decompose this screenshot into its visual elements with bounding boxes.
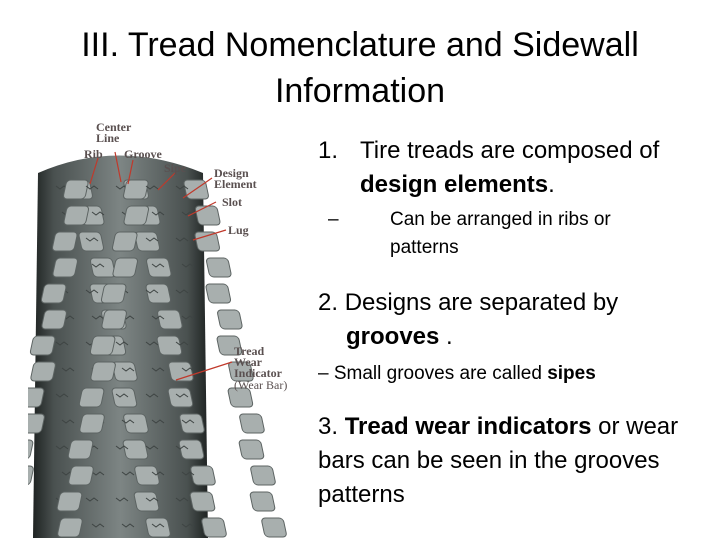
tread-block xyxy=(195,206,221,225)
item-number: 3. xyxy=(318,413,338,440)
slide-title: III. Tread Nomenclature and Sidewall Inf… xyxy=(20,22,700,114)
tread-block xyxy=(101,284,127,303)
tread-block xyxy=(57,518,83,537)
tread-block xyxy=(68,466,94,485)
tread-block xyxy=(123,414,149,433)
label-rib: Rib xyxy=(84,149,103,160)
item-number: 2. xyxy=(318,289,338,316)
tread-block xyxy=(134,232,160,251)
tread-block xyxy=(41,310,67,329)
tread-block xyxy=(123,180,149,199)
tread-block xyxy=(178,440,204,459)
label-tread-wear-indicator: Tread Wear Indicator xyxy=(234,346,282,379)
list-item-3: 3. Tread wear indicators or wear bars ca… xyxy=(318,410,698,512)
tire-tread-diagram: Center Line Rib Groove Sipe Design Eleme… xyxy=(28,118,308,538)
tread-block xyxy=(90,362,116,381)
tread-block xyxy=(157,310,183,329)
dash: – xyxy=(318,363,329,384)
label-design-element: Design Element xyxy=(214,168,257,190)
tread-block xyxy=(167,388,193,407)
item-text-end: . xyxy=(548,171,555,198)
tread-block xyxy=(52,232,78,251)
tread-block xyxy=(101,310,127,329)
label-center-line: Center Line xyxy=(96,122,131,144)
tread-block xyxy=(239,414,265,433)
tread-block xyxy=(30,362,56,381)
tread-block xyxy=(122,440,148,459)
tread-block xyxy=(30,336,56,355)
item-bold-text: design elements xyxy=(360,171,548,198)
tread-block xyxy=(156,336,182,355)
tread-block xyxy=(179,414,205,433)
label-slot: Slot xyxy=(222,197,242,208)
tread-block xyxy=(63,180,89,199)
sub-item-text: Can be arranged in ribs or patterns xyxy=(390,206,680,262)
tread-block xyxy=(217,310,243,329)
item-text-end: . xyxy=(439,323,452,350)
sub-item-2: – Small grooves are called sipes xyxy=(318,360,596,388)
tread-block xyxy=(249,492,275,511)
tread-block xyxy=(28,466,34,485)
tread-block xyxy=(205,284,231,303)
tread-block xyxy=(123,206,149,225)
tread-block xyxy=(79,388,105,407)
tread-block xyxy=(145,518,171,537)
tread-block xyxy=(68,440,94,459)
tread-block xyxy=(189,492,215,511)
item-bold-text: Tread wear indicators xyxy=(345,413,592,440)
tread-block xyxy=(190,466,216,485)
tread-block xyxy=(145,284,171,303)
tread-block xyxy=(90,258,116,277)
tread-block xyxy=(28,440,34,459)
tread-block xyxy=(206,258,232,277)
tread-block xyxy=(90,336,116,355)
tread-block xyxy=(112,258,138,277)
dash: – xyxy=(328,206,339,234)
label-wear-bar: (Wear Bar) xyxy=(234,380,287,391)
sub-item-text: Small grooves are called xyxy=(334,363,547,384)
tread-block xyxy=(112,232,138,251)
label-lug: Lug xyxy=(228,225,249,236)
item-text: Designs are separated by xyxy=(345,289,619,316)
tread-block xyxy=(238,440,264,459)
tread-block xyxy=(56,492,82,511)
item-bold-text: grooves xyxy=(346,323,439,350)
tread-block xyxy=(63,206,89,225)
item-number: 1. xyxy=(318,134,338,168)
tread-block xyxy=(194,232,220,251)
tread-block xyxy=(133,492,159,511)
item-text: Tire treads are composed of xyxy=(360,137,659,164)
tread-block xyxy=(79,414,105,433)
tread-block xyxy=(261,518,287,537)
tread-block xyxy=(250,466,276,485)
tire-tread-image xyxy=(28,118,308,538)
tread-block xyxy=(146,258,172,277)
tread-block xyxy=(41,284,67,303)
tread-block xyxy=(52,258,78,277)
tread-block xyxy=(201,518,227,537)
tread-block xyxy=(111,388,137,407)
tread-block xyxy=(78,232,104,251)
label-sipe: Sipe xyxy=(164,163,186,174)
label-groove: Groove xyxy=(124,149,162,160)
list-item-2: 2. Designs are separated by grooves . xyxy=(318,286,698,354)
sub-item-bold-text: sipes xyxy=(547,363,596,384)
